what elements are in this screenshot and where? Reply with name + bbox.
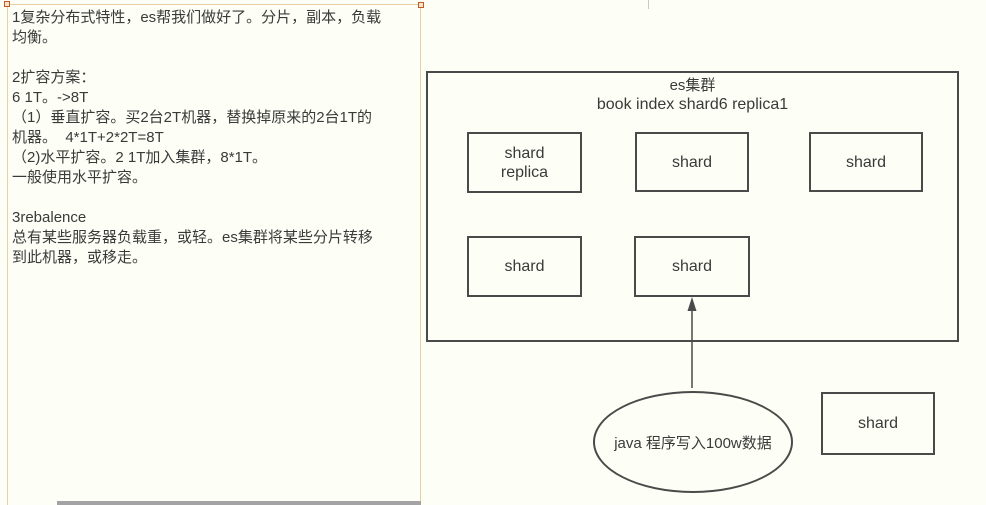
- java-writer-label: java 程序写入100w数据: [614, 434, 772, 452]
- cluster-title: es集群 book index shard6 replica1: [428, 76, 957, 114]
- shard-box[interactable]: shard: [821, 392, 935, 455]
- notes-text-line: 到此机器，或移走。: [12, 249, 148, 266]
- shard-label: shard: [857, 415, 899, 432]
- notes-text-line: 6 1T。->8T: [12, 89, 89, 106]
- shard-label: shard: [671, 153, 713, 171]
- notes-text-line: 2扩容方案：: [12, 69, 96, 86]
- notes-text-line: （1）垂直扩容。买2台2T机器，替换掉原来的2台1T的: [12, 109, 373, 126]
- shard-label: shard: [845, 153, 887, 171]
- java-writer-ellipse[interactable]: java 程序写入100w数据: [593, 391, 793, 493]
- shard-box[interactable]: shard: [635, 132, 749, 192]
- notes-text-line: [12, 188, 416, 208]
- notes-text-line: （2)水平扩容。2 1T加入集群，8*1T。: [12, 149, 268, 166]
- shard-replica-label-line1: shard: [504, 144, 545, 162]
- notes-text-line: 总有某些服务器负载重，或轻。es集群将某些分片转移: [12, 229, 373, 246]
- shard-box[interactable]: shard: [467, 236, 582, 297]
- shard-replica-box[interactable]: shard replica: [467, 132, 582, 193]
- notes-text-line: 1复杂分布式特性，es帮我们做好了。分片，副本，负载: [12, 9, 382, 26]
- notes-text-box[interactable]: 1复杂分布式特性，es帮我们做好了。分片，副本，负载 均衡。 2扩容方案： 6 …: [7, 4, 421, 505]
- shard-box[interactable]: shard: [634, 236, 750, 297]
- notes-text-line: 一般使用水平扩容。: [12, 169, 148, 186]
- notes-text-line: [12, 48, 416, 68]
- notes-text-line: 3rebalence: [12, 209, 87, 226]
- es-cluster-container[interactable]: es集群 book index shard6 replica1: [426, 71, 959, 342]
- selection-handle-top-right[interactable]: [418, 2, 424, 8]
- selection-handle-top-left[interactable]: [4, 1, 10, 7]
- horizontal-scrollbar[interactable]: [57, 501, 421, 505]
- shard-replica-label-line2: replica: [500, 163, 549, 181]
- page-boundary-tick: [648, 0, 649, 9]
- shard-label: shard: [671, 258, 713, 275]
- shard-box[interactable]: shard: [809, 132, 923, 192]
- cluster-title-line1: es集群: [669, 77, 716, 94]
- notes-text-line: 机器。 4*1T+2*2T=8T: [12, 129, 164, 146]
- shard-label: shard: [504, 258, 545, 275]
- cluster-title-line2: book index shard6 replica1: [596, 96, 789, 113]
- notes-text-line: 均衡。: [12, 29, 58, 46]
